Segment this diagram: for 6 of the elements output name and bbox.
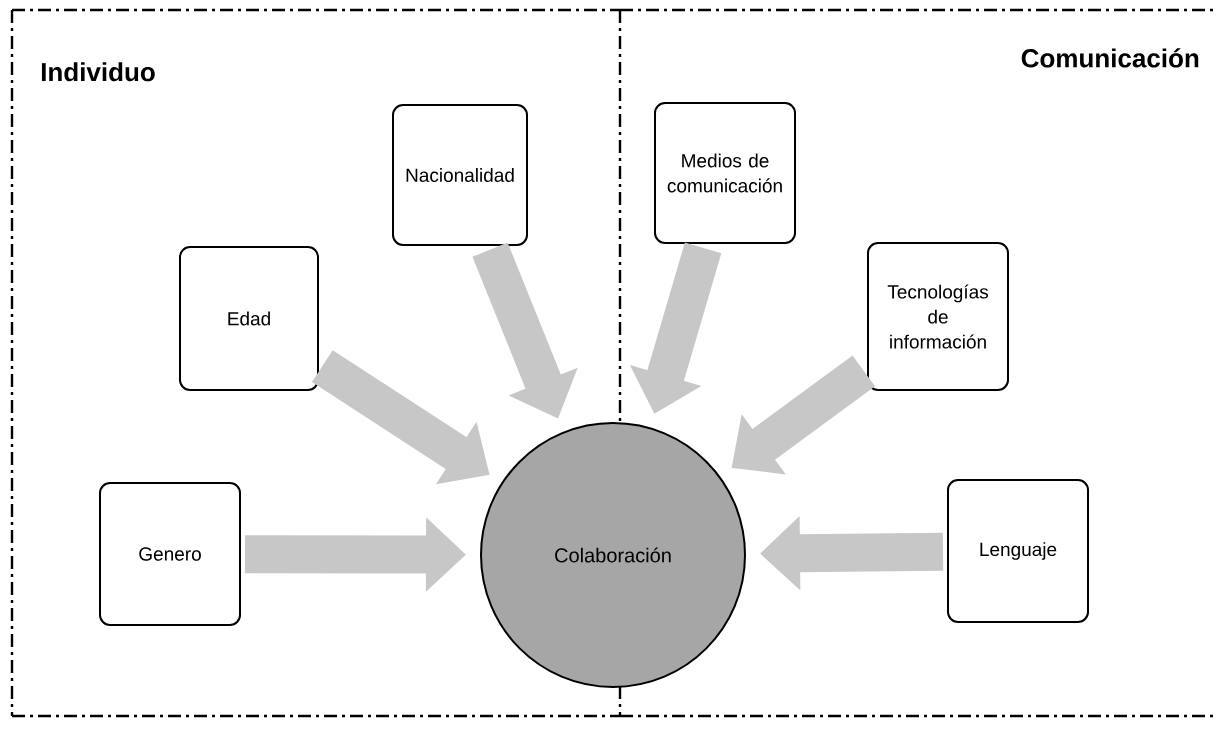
text-box: Lenguaje (947, 479, 1089, 623)
text-box: Edad (179, 246, 319, 391)
text-box: Nacionalidad (392, 104, 528, 246)
text-box: Genero (99, 482, 241, 626)
text-box: Medios de comunicación (654, 102, 796, 244)
text-box: Tecnologías de información (867, 242, 1009, 391)
